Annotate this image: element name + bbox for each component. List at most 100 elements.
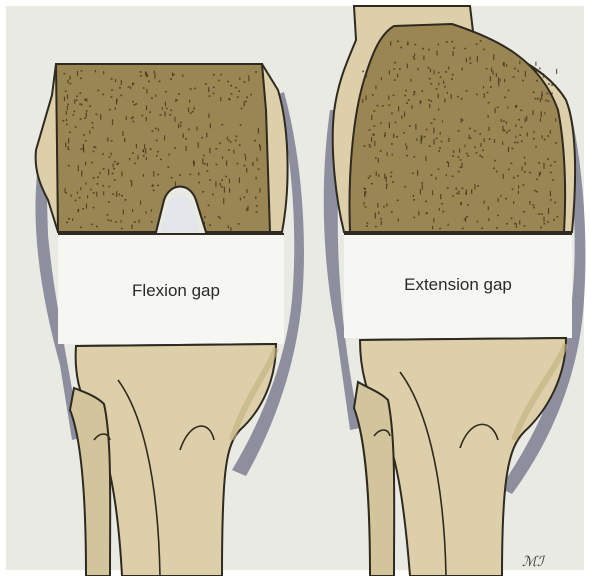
bone-speckle — [113, 168, 115, 170]
bone-speckle — [488, 206, 489, 210]
bone-speckle — [470, 62, 472, 64]
bone-speckle — [208, 205, 210, 207]
bone-speckle — [369, 129, 371, 131]
extension-gap-label: Extension gap — [404, 275, 512, 294]
bone-speckle — [535, 98, 537, 100]
bone-speckle — [112, 173, 114, 175]
bone-speckle — [146, 157, 147, 160]
bone-speckle — [386, 177, 387, 183]
bone-speckle — [438, 150, 440, 152]
bone-speckle — [160, 159, 162, 161]
bone-speckle — [110, 220, 112, 222]
bone-speckle — [545, 100, 547, 102]
bone-speckle — [476, 94, 478, 96]
bone-speckle — [111, 78, 113, 80]
bone-speckle — [132, 101, 134, 103]
bone-speckle — [64, 73, 66, 75]
bone-speckle — [543, 217, 544, 222]
bone-speckle — [406, 155, 408, 157]
bone-speckle — [116, 100, 117, 105]
bone-speckle — [489, 138, 491, 140]
bone-speckle — [239, 177, 240, 183]
bone-speckle — [383, 206, 385, 208]
bone-speckle — [496, 227, 498, 229]
bone-speckle — [397, 41, 399, 43]
bone-speckle — [514, 68, 516, 70]
bone-speckle — [131, 224, 132, 229]
bone-speckle — [433, 139, 434, 145]
bone-speckle — [164, 135, 165, 140]
bone-speckle — [375, 213, 376, 219]
bone-speckle — [413, 199, 415, 201]
bone-speckle — [145, 149, 146, 154]
bone-speckle — [451, 94, 452, 99]
bone-speckle — [208, 114, 209, 119]
bone-speckle — [498, 82, 499, 87]
bone-speckle — [474, 147, 476, 149]
bone-speckle — [448, 138, 450, 140]
bone-speckle — [432, 190, 433, 195]
bone-speckle — [221, 124, 223, 126]
bone-speckle — [380, 218, 382, 220]
bone-speckle — [466, 90, 468, 92]
bone-speckle — [93, 146, 95, 148]
bone-speckle — [487, 92, 489, 94]
bone-speckle — [389, 122, 390, 128]
bone-speckle — [132, 152, 134, 154]
bone-speckle — [84, 99, 86, 101]
bone-speckle — [213, 87, 215, 89]
bone-speckle — [440, 194, 441, 199]
bone-speckle — [208, 87, 209, 92]
bone-speckle — [431, 122, 433, 124]
bone-speckle — [519, 220, 520, 224]
bone-speckle — [131, 118, 133, 120]
bone-speckle — [426, 213, 428, 215]
bone-speckle — [534, 190, 536, 192]
bone-speckle — [220, 97, 221, 101]
bone-speckle — [462, 228, 464, 230]
bone-speckle — [387, 152, 388, 156]
bone-speckle — [373, 134, 375, 136]
bone-speckle — [120, 95, 122, 97]
bone-speckle — [386, 203, 387, 206]
bone-speckle — [453, 150, 454, 153]
bone-speckle — [429, 78, 431, 80]
bone-speckle — [384, 135, 385, 138]
bone-speckle — [513, 201, 514, 204]
bone-speckle — [62, 120, 64, 122]
bone-speckle — [391, 211, 393, 213]
bone-speckle — [428, 49, 430, 51]
bone-speckle — [170, 110, 172, 112]
bone-speckle — [79, 92, 81, 94]
bone-speckle — [433, 128, 434, 134]
bone-speckle — [493, 167, 495, 169]
bone-speckle — [129, 158, 130, 161]
bone-speckle — [205, 83, 207, 85]
bone-speckle — [525, 118, 526, 123]
bone-speckle — [518, 119, 520, 121]
bone-speckle — [382, 105, 384, 107]
bone-speckle — [541, 213, 543, 215]
bone-speckle — [220, 183, 221, 186]
bone-speckle — [185, 138, 187, 140]
bone-speckle — [380, 150, 382, 152]
bone-speckle — [488, 102, 490, 104]
bone-speckle — [68, 138, 69, 143]
bone-speckle — [532, 204, 534, 206]
bone-speckle — [169, 153, 170, 155]
bone-speckle — [428, 99, 430, 101]
bone-speckle — [550, 172, 552, 174]
bone-speckle — [93, 151, 95, 153]
bone-speckle — [525, 71, 526, 77]
bone-speckle — [189, 100, 190, 103]
bone-speckle — [552, 179, 554, 181]
bone-speckle — [366, 225, 368, 227]
bone-speckle — [65, 192, 67, 194]
bone-speckle — [477, 221, 479, 223]
bone-speckle — [157, 151, 159, 153]
bone-speckle — [69, 132, 71, 134]
bone-speckle — [178, 93, 180, 95]
bone-speckle — [245, 101, 247, 103]
bone-speckle — [515, 136, 516, 138]
